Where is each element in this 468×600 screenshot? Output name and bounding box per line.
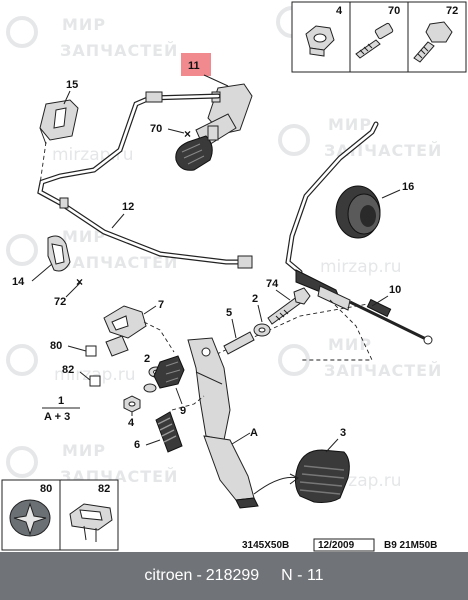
spring-9[interactable] [153, 355, 185, 389]
callout-5: 5 [226, 307, 232, 319]
assembly-formula: 1 A + 3 [42, 395, 80, 423]
watermark-logo-4: МИР ЗАПЧАСТЕЙ [6, 227, 178, 272]
inset-label-80: 80 [40, 483, 52, 495]
pedal-pad-3[interactable] [294, 449, 350, 503]
bush-2-upper[interactable] [253, 323, 271, 337]
callout-7: 7 [158, 299, 164, 311]
washer-near-9[interactable] [143, 383, 157, 393]
callout-4: 4 [128, 417, 135, 429]
pin-5[interactable] [223, 331, 255, 355]
hydraulic-pipe [37, 91, 253, 269]
drawing-date: 12/2009 [318, 540, 355, 551]
callout-15: 15 [66, 79, 78, 91]
inset-label-82: 82 [98, 483, 110, 495]
reference-line: 3145X50B 12/2009 B9 21M50B [242, 538, 437, 552]
callout-10: 10 [389, 284, 401, 296]
callout-74: 74 [266, 278, 279, 290]
bracket-15[interactable] [39, 99, 79, 145]
clutch-parts-diagram: МИР ЗАПЧАСТЕЙ mirzap.ru МИР ЗАПЧАСТЕЙ МИ… [1, 1, 467, 552]
cross-icon-70: × [184, 127, 191, 141]
watermark-line1-c: МИР [62, 227, 106, 246]
footer-bar: citroen - 218299 N - 11 [0, 552, 468, 600]
watermark-line2-c: ЗАПЧАСТЕЙ [60, 253, 178, 272]
callout-2-upper: 2 [252, 293, 258, 305]
watermark-logo-7: МИР ЗАПЧАСТЕЙ [6, 441, 177, 486]
watermark-line1-b: МИР [328, 115, 372, 134]
footer-separator: - [196, 567, 202, 584]
callout-12: 12 [122, 201, 134, 213]
callout-6: 6 [134, 439, 140, 451]
clip-14[interactable] [47, 235, 71, 272]
drawing-code: B9 21M50B [384, 540, 437, 551]
inset-label-4: 4 [336, 5, 343, 17]
clip-80-small[interactable] [85, 345, 97, 357]
square-clip-icon [69, 503, 113, 542]
watermark-logo-6: МИР ЗАПЧАСТЕЙ [278, 335, 442, 380]
screw-icon [355, 22, 394, 59]
callout-9: 9 [180, 405, 186, 417]
callout-16: 16 [402, 181, 414, 193]
highlight-callout-11: 11 [181, 53, 229, 87]
callout-11: 11 [188, 60, 200, 72]
footer-brand: citroen [144, 567, 193, 584]
watermark-line1-d: МИР [328, 335, 372, 354]
drawing-number: 3145X50B [242, 540, 289, 551]
bottom-inset: 80 82 [1, 479, 119, 551]
callout-82: 82 [62, 364, 74, 376]
clip-82-small[interactable] [89, 375, 101, 387]
callout-1: 1 [58, 395, 64, 407]
clutch-cable[interactable] [295, 269, 433, 345]
watermark-line1: МИР [62, 15, 106, 34]
callout-14: 14 [12, 276, 25, 288]
nut-4[interactable] [123, 395, 141, 413]
footer-part-number: 218299 [205, 567, 260, 584]
cross-icon-72: × [76, 275, 83, 289]
star-clip-icon [9, 499, 51, 537]
nut-icon [305, 25, 335, 57]
watermark-site-1: mirzap.ru [52, 145, 134, 165]
spring-6[interactable] [155, 411, 183, 453]
bolt-74[interactable] [267, 287, 311, 325]
watermark-line2: ЗАПЧАСТЕЙ [60, 41, 178, 60]
watermark-site-2: mirzap.ru [320, 257, 402, 277]
callout-70-top: 70 [150, 123, 162, 135]
callout-3: 3 [340, 427, 346, 439]
top-inset: 4 70 72 [291, 1, 467, 73]
callout-72: 72 [54, 296, 66, 308]
inset-label-70: 70 [388, 5, 400, 17]
watermark-logo-3: МИР ЗАПЧАСТЕЙ [278, 115, 441, 160]
bracket-7[interactable] [103, 305, 147, 357]
footer-position: N - 11 [281, 567, 324, 584]
watermark-line2-d: ЗАПЧАСТЕЙ [324, 361, 442, 380]
watermark-logo-5 [6, 344, 38, 376]
formula-text: A + 3 [44, 411, 70, 423]
return-pipe [285, 121, 379, 275]
bolt-icon [413, 21, 453, 63]
clutch-pedal[interactable] [187, 337, 259, 509]
watermark-site-3: mirzap.ru [54, 365, 136, 385]
grommet-16[interactable] [335, 185, 381, 239]
callout-2-lower: 2 [144, 353, 150, 365]
inset-label-72: 72 [446, 5, 458, 17]
watermark-logo-1: МИР ЗАПЧАСТЕЙ [6, 15, 178, 60]
callout-80: 80 [50, 340, 62, 352]
watermark-line1-e: МИР [62, 441, 106, 460]
callout-A: A [250, 427, 258, 439]
